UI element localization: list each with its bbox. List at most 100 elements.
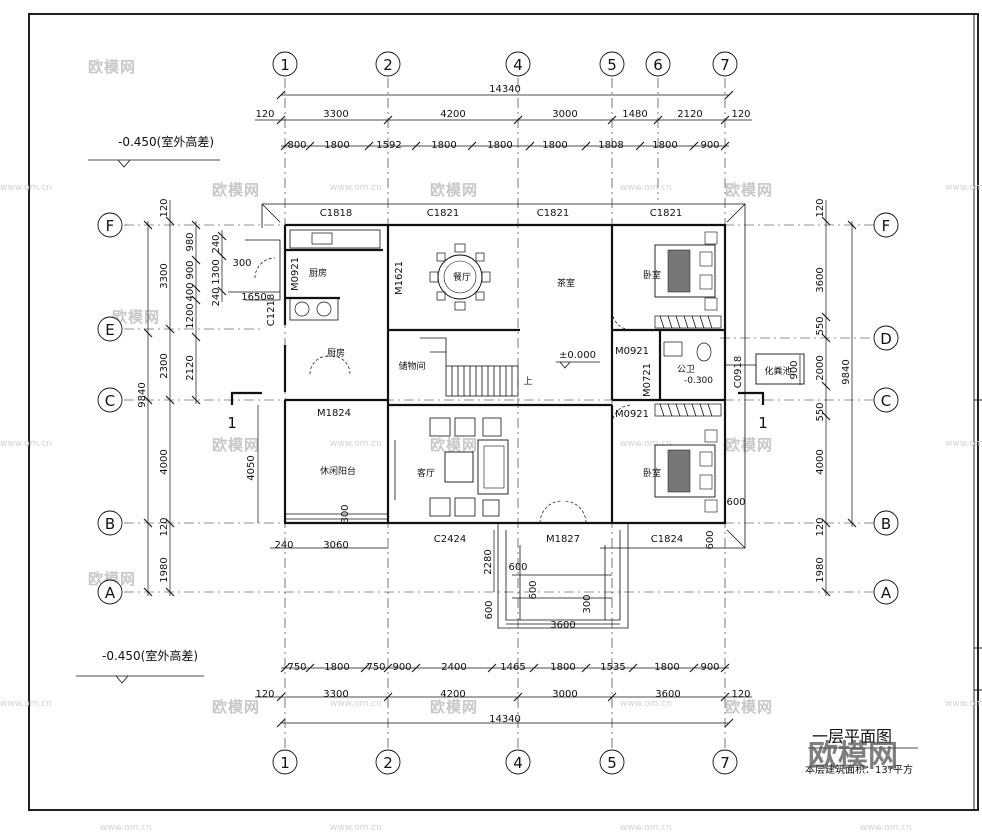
dim-value: 120 [731, 109, 750, 120]
dim-value: 120 [159, 517, 170, 536]
window-label: C1821 [650, 208, 682, 219]
area-note: 本层建筑面积：13?平方 [805, 763, 913, 776]
dim-value: 2000 [815, 355, 826, 380]
axis-label: A [105, 584, 116, 602]
dim-value: 1300 [211, 259, 222, 284]
axis-label: 5 [607, 56, 617, 74]
watermark-url: www.om.cn [945, 183, 982, 193]
window-label: C1821 [537, 208, 569, 219]
dim-value: 900 [700, 140, 719, 151]
watermark: 欧模网 [88, 570, 136, 588]
dim-value: 1650 [241, 292, 266, 303]
dim-value: 980 [185, 232, 196, 251]
door-label: M0921 [615, 409, 649, 420]
watermark: 欧模网 [725, 181, 773, 199]
dim-value: 1465 [500, 662, 525, 673]
axis-label: E [105, 321, 114, 339]
axis-label: 7 [720, 754, 730, 772]
dim-value: 240 [274, 540, 293, 551]
watermark-url: www.om.cn [945, 699, 982, 709]
elevation-marks: -0.450(室外高差) -0.450(室外高差) ±0.000 -0.300 [76, 134, 713, 684]
axis-label: 2 [383, 754, 393, 772]
axis-label: B [881, 515, 891, 533]
door-label: M0721 [642, 363, 653, 397]
door-label: M1824 [317, 408, 351, 419]
door-label: M0921 [615, 346, 649, 357]
axis-label: F [882, 217, 891, 235]
elevation-label: -0.450(室外高差) [118, 134, 214, 149]
watermark-url: www.om.cn [620, 183, 672, 193]
window-label: C1218 [266, 294, 277, 326]
title-block: 一层平面图 本层建筑面积：13?平方 欧模网 [805, 727, 918, 776]
axis-label: 1 [280, 754, 290, 772]
dim-value: 3600 [655, 689, 680, 700]
watermark-url: www.om.cn [330, 823, 382, 833]
dim-value: 1800 [550, 662, 575, 673]
dim-value: 1800 [431, 140, 456, 151]
axis-bubbles-top: 1 2 4 5 6 7 [272, 51, 738, 77]
watermark: 欧模网 [725, 698, 773, 716]
dim-value: 750 [287, 662, 306, 673]
grid-lines [124, 78, 874, 748]
door-label: M0921 [290, 257, 301, 291]
watermark: 欧模网 [212, 698, 260, 716]
room-label: 休闲阳台 [320, 465, 356, 477]
dim-value: 4000 [159, 449, 170, 474]
section-mark: 1 [758, 414, 768, 432]
axis-label: 7 [720, 56, 730, 74]
dim-value: 3060 [323, 540, 348, 551]
section-mark: 1 [227, 414, 237, 432]
window-label: C1824 [651, 534, 683, 545]
watermark: 欧模网 [430, 698, 478, 716]
axis-label: C [105, 392, 115, 410]
dim-value: 1200 [185, 303, 196, 328]
dim-value: 1592 [376, 140, 401, 151]
watermark-logo: 欧模网 [808, 739, 898, 774]
room-label: 卧室 [643, 467, 661, 479]
window-label: C2424 [434, 534, 466, 545]
dim-value: 750 [366, 662, 385, 673]
watermark: 欧模网 [430, 181, 478, 199]
dim-value: 900 [185, 260, 196, 279]
dim-value: 300 [582, 594, 593, 613]
dim-value: 3600 [815, 267, 826, 292]
building-walls [228, 203, 805, 629]
dim-value: 600 [484, 600, 495, 619]
room-label: 化粪池 [764, 365, 791, 377]
dim-value: 1800 [652, 140, 677, 151]
watermark-url: www.om.cn [0, 699, 52, 709]
door-label: M1827 [546, 534, 580, 545]
dim-value: 120 [815, 517, 826, 536]
furniture [254, 229, 722, 524]
dim-value: 300 [232, 258, 251, 269]
dim-value: 300 [340, 504, 351, 523]
right-dimensions: 120 3600 550 2000 550 4000 120 1980 9840… [789, 198, 857, 597]
elevation-label: ±0.000 [559, 350, 596, 361]
dim-value: 900 [392, 662, 411, 673]
watermark-url: www.om.cn [945, 439, 982, 449]
watermark: 欧模网 [430, 436, 478, 454]
room-labels: 厨房 厨房 餐厅 茶室 储物间 休闲阳台 客厅 卧室 卧室 公卫 化粪池 上 [309, 267, 792, 479]
watermark-url: www.om.cn [330, 439, 382, 449]
dim-value: 1800 [542, 140, 567, 151]
dim-value: 120 [731, 689, 750, 700]
watermark: 欧模网 [112, 308, 160, 326]
dim-value: 120 [159, 198, 170, 217]
top-dimensions: 14340 120 3300 4200 3000 1480 2120 120 8… [255, 84, 752, 151]
dim-value: 240 [211, 234, 222, 253]
opening-labels: C1818 C1821 C1821 C1821 M1621 M0921 M092… [266, 208, 744, 545]
window-label: C1818 [320, 208, 352, 219]
dim-total: 9840 [841, 359, 852, 384]
watermark: 欧模网 [725, 436, 773, 454]
axis-label: 2 [383, 56, 393, 74]
dim-value: 4200 [440, 689, 465, 700]
room-label: 公卫 [677, 364, 695, 375]
misc-dimensions: 300 1650 4050 240 3060 300 2280 600 600 … [232, 258, 745, 631]
watermark-layer: 欧模网 欧模网 欧模网 欧模网 欧模网 欧模网 欧模网 欧模网 欧模网 欧模网 … [0, 58, 982, 833]
door-label: M1621 [394, 261, 405, 295]
axis-label: 5 [607, 754, 617, 772]
axis-label: 1 [280, 56, 290, 74]
dim-value: 900 [700, 662, 719, 673]
dim-value: 600 [528, 580, 539, 599]
